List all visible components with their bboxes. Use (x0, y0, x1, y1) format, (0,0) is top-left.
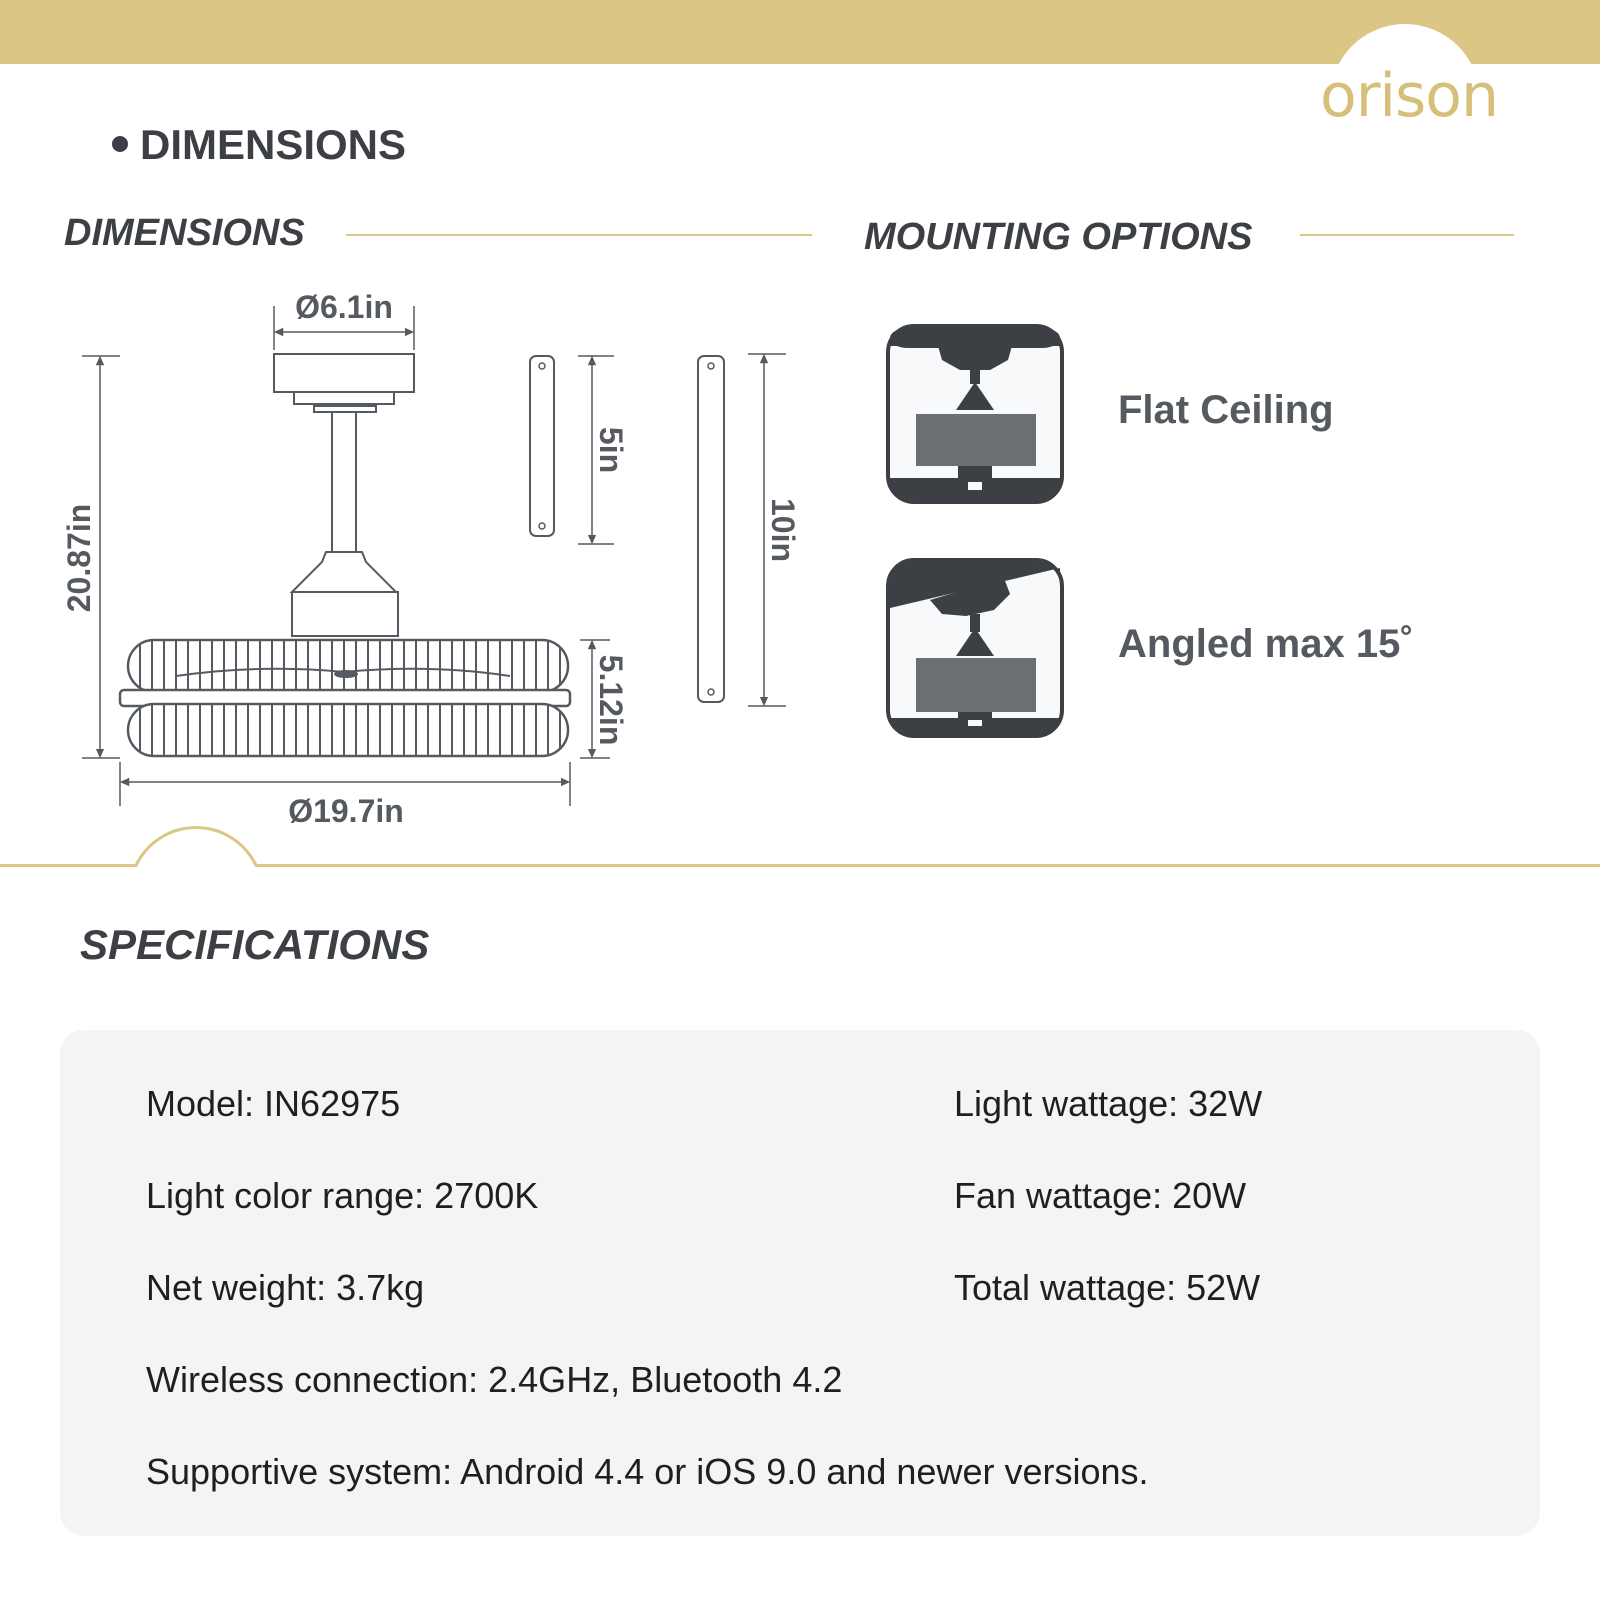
cage-height-label: 5.12in (593, 655, 629, 746)
dimensions-section-title: DIMENSIONS (64, 212, 305, 254)
fan-downrod (331, 411, 357, 553)
divider-arc-cover (120, 867, 272, 897)
short-rod-dimension (578, 355, 614, 545)
main-heading-text: DIMENSIONS (140, 121, 407, 168)
long-rod-dimension (748, 353, 786, 707)
total-height-label: 20.87in (61, 504, 97, 613)
spec-total-wattage: Total wattage: 52W (954, 1267, 1261, 1308)
mounting-section-title: MOUNTING OPTIONS (864, 216, 1253, 258)
angled-ceiling-icon (886, 558, 1064, 738)
spec-light-color-range: Light color range: 2700K (146, 1175, 539, 1216)
fan-diameter-label: Ø19.7in (288, 793, 404, 829)
spec-model: Model: IN62975 (146, 1083, 401, 1124)
angled-ceiling-label: Angled max 15˚ (1118, 622, 1414, 666)
fan-diameter-dimension (119, 762, 571, 806)
spec-net-weight: Net weight: 3.7kg (146, 1267, 425, 1308)
main-heading: DIMENSIONS (112, 124, 406, 166)
mounting-title-rule (1300, 234, 1514, 236)
bullet-dot (112, 135, 128, 152)
spec-fan-wattage: Fan wattage: 20W (954, 1175, 1247, 1216)
cage-height-dimension (580, 639, 610, 759)
spec-wireless-connection: Wireless connection: 2.4GHz, Bluetooth 4… (146, 1359, 843, 1400)
canopy-diameter-dimension (273, 306, 415, 350)
spec-light-wattage: Light wattage: 32W (954, 1083, 1263, 1124)
brand-logo: orison (1320, 61, 1499, 131)
short-downrod (529, 355, 555, 537)
specifications-panel (60, 1030, 1540, 1536)
flat-ceiling-label: Flat Ceiling (1118, 388, 1334, 432)
top-gold-band (0, 0, 1600, 64)
fan-dimension-diagram: Ø6.1in 20.87in Ø19.7in 5.12in 5in (61, 289, 801, 829)
section-divider (0, 864, 1600, 867)
short-rod-label: 5in (593, 427, 629, 473)
dimensions-title-rule (346, 234, 812, 236)
canopy-diameter-label: Ø6.1in (295, 289, 393, 325)
specifications-title: SPECIFICATIONS (80, 921, 430, 968)
long-downrod (697, 355, 725, 703)
total-height-dimension (82, 355, 120, 759)
flat-ceiling-icon (886, 324, 1064, 504)
spec-supportive-system: Supportive system: Android 4.4 or iOS 9.… (146, 1451, 1149, 1492)
fan-cage (118, 638, 572, 758)
fan-canopy (273, 353, 415, 413)
fan-motor-housing (289, 551, 399, 637)
long-rod-label: 10in (765, 498, 801, 562)
